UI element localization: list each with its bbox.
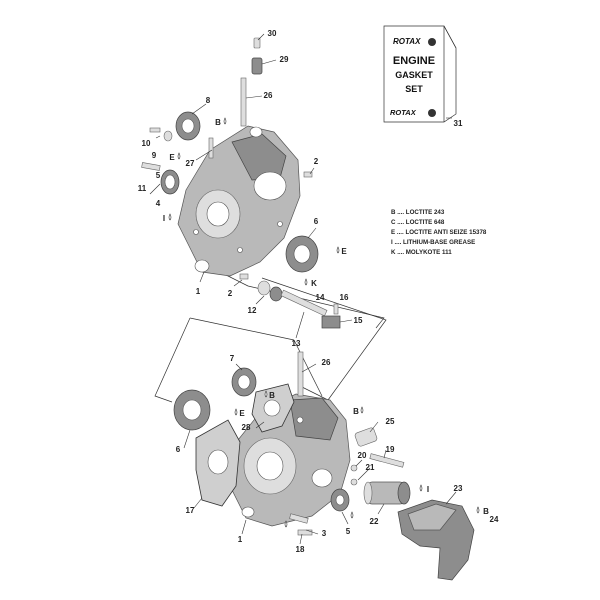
card-title-line3: SET (405, 84, 423, 94)
drop-icon (264, 390, 268, 398)
upper-crankcase-half (177, 125, 301, 277)
callout-6-lower: 6 (176, 445, 181, 454)
card-title-line2: GASKET (395, 70, 433, 80)
drop-icon (304, 278, 308, 286)
brand-logo-icon (428, 38, 436, 46)
callout-b-case: B (353, 407, 359, 416)
callout-i-upper: I (163, 214, 165, 223)
brand-logo-icon (428, 109, 436, 117)
drop-icon (476, 506, 480, 514)
card-brand-top: ROTAX (393, 37, 421, 46)
callout-11: 11 (138, 184, 147, 193)
callout-17: 17 (186, 506, 195, 515)
callout-13: 13 (292, 339, 301, 348)
legend-item: C .... LOCTITE 648 (391, 219, 445, 226)
starter-motor (363, 481, 411, 505)
callout-b-gasket: B (269, 391, 275, 400)
legend-item: K .... MOLYKOTE 111 (391, 249, 452, 256)
callout-26-upper: 26 (264, 91, 273, 100)
callout-15: 15 (354, 316, 363, 325)
drop-icon (177, 152, 181, 160)
callout-29: 29 (280, 55, 289, 64)
callout-27: 27 (186, 159, 195, 168)
callout-1-lower: 1 (238, 535, 243, 544)
callout-20: 20 (358, 451, 367, 460)
callout-31: 31 (454, 119, 463, 128)
drop-icon (223, 117, 227, 125)
drop-icon (284, 520, 288, 528)
balancer-shaft-group (280, 289, 341, 329)
callout-k: K (311, 279, 317, 288)
adhesive-drop-icons (168, 117, 480, 528)
callout-2-lower: 2 (228, 289, 233, 298)
callout-2-upper: 2 (314, 157, 319, 166)
callout-5-upper: 5 (156, 171, 161, 180)
callout-b-upper: B (215, 118, 221, 127)
callout-10: 10 (142, 139, 151, 148)
callout-25: 25 (386, 417, 395, 426)
legend-item: I .... LITHIUM-BASE GREASE (391, 239, 475, 246)
callout-26-lower: 26 (322, 358, 331, 367)
drop-icon (350, 511, 354, 519)
callout-18: 18 (296, 545, 305, 554)
lower-bearings (173, 367, 405, 536)
drop-icon (360, 406, 364, 414)
adhesive-legend: B .... LOCTITE 243 C .... LOCTITE 648 E … (391, 209, 487, 256)
callout-e-lower: E (239, 409, 245, 418)
stud-bolts (208, 37, 304, 397)
upper-bearings (141, 111, 319, 302)
drop-icon (168, 213, 172, 221)
legend-item: E .... LOCTITE ANTI SEIZE 15378 (391, 229, 487, 236)
callout-14: 14 (316, 293, 325, 302)
callout-1-upper: 1 (196, 287, 201, 296)
gasket-set-card: ROTAX ENGINE GASKET SET ROTAX (383, 25, 457, 123)
callout-3: 3 (322, 529, 327, 538)
callout-b-screw: B (483, 507, 489, 516)
assembly-frames (154, 259, 387, 403)
callout-e-upper: E (169, 153, 175, 162)
callout-e-bearing: E (341, 247, 347, 256)
callout-8: 8 (206, 96, 211, 105)
callout-i-starter: I (427, 485, 429, 494)
drop-icon (234, 408, 238, 416)
callout-21: 21 (366, 463, 375, 472)
callout-6-upper: 6 (314, 217, 319, 226)
callout-22: 22 (370, 517, 379, 526)
drop-icon (336, 246, 340, 254)
callout-9: 9 (152, 151, 157, 160)
callout-labels: 30 29 26 8 B 10 9 E 27 2 11 5 4 I 6 E 1 … (138, 29, 499, 554)
gaskets (195, 383, 295, 507)
drop-icon (419, 484, 423, 492)
legend-item: B .... LOCTITE 243 (391, 209, 445, 216)
callout-4: 4 (156, 199, 161, 208)
callout-7: 7 (230, 354, 235, 363)
leader-lines (149, 33, 457, 545)
card-brand-bottom: ROTAX (390, 108, 417, 117)
callout-5-lower: 5 (346, 527, 351, 536)
card-title-line1: ENGINE (393, 55, 435, 67)
callout-28: 28 (242, 423, 251, 432)
callout-23: 23 (454, 484, 463, 493)
callout-19: 19 (386, 445, 395, 454)
callout-16: 16 (340, 293, 349, 302)
callout-24: 24 (490, 515, 499, 524)
callout-12: 12 (248, 306, 257, 315)
ignition-cover (397, 499, 475, 581)
callout-30: 30 (268, 29, 277, 38)
